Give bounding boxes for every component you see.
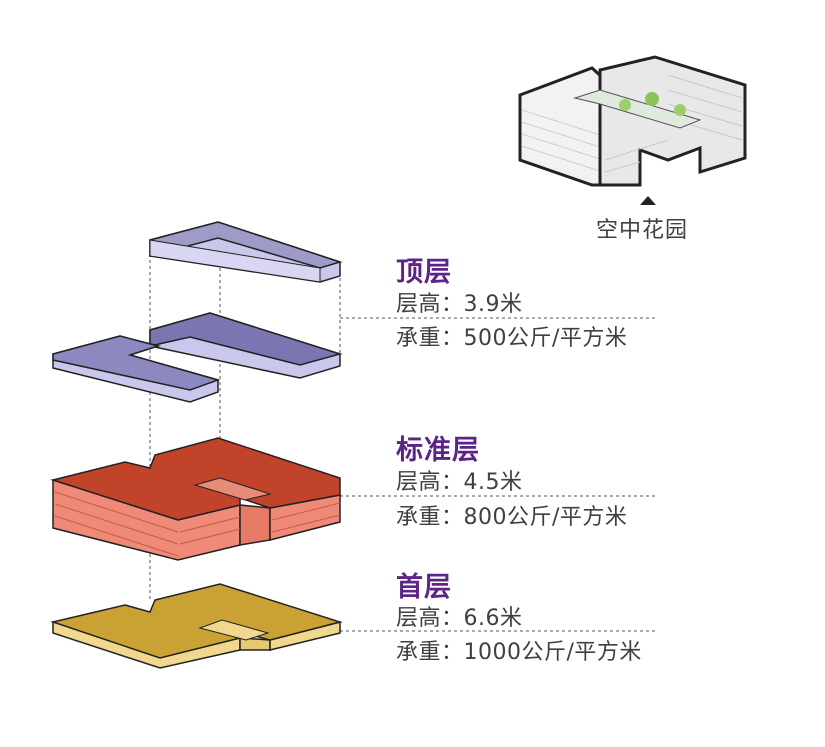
ground-floor-height: 层高：6.6米 — [396, 606, 523, 631]
tree-icon — [645, 92, 659, 106]
tree-icon — [619, 99, 631, 111]
ground-floor-slab — [50, 583, 343, 669]
top-floor-load: 承重：500公斤/平方米 — [396, 326, 628, 351]
top-floor-height: 层高：3.9米 — [396, 292, 523, 317]
pointer-triangle-icon — [640, 196, 656, 205]
ground-floor-load: 承重：1000公斤/平方米 — [396, 640, 642, 665]
top-floor-title: 顶层 — [396, 257, 452, 288]
top-floor-lower-slab — [52, 312, 343, 403]
top-floor-upper-slab — [149, 221, 343, 283]
building-thumbnail — [518, 55, 747, 205]
ground-floor-title: 首层 — [396, 572, 452, 603]
standard-floor-title: 标准层 — [396, 435, 480, 466]
standard-floor-height: 层高：4.5米 — [396, 470, 523, 495]
thumbnail-caption: 空中花园 — [596, 218, 689, 243]
standard-floor-block — [50, 437, 341, 561]
standard-floor-load: 承重：800公斤/平方米 — [396, 505, 628, 530]
tree-icon — [674, 104, 686, 116]
